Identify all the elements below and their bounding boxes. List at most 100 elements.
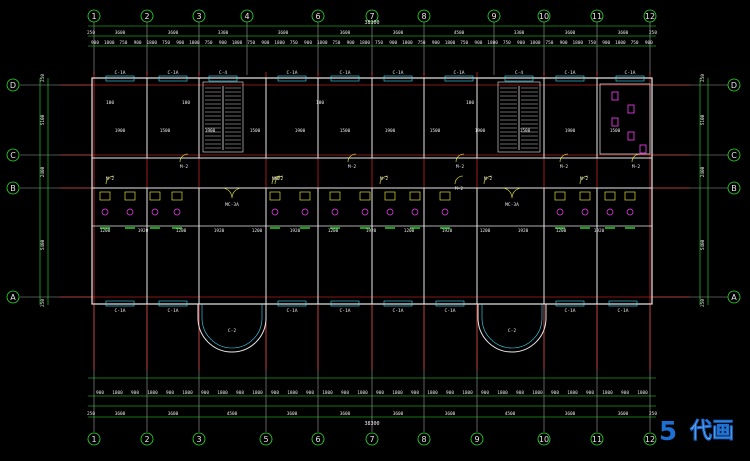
bay-window-glass: [481, 304, 543, 349]
grid-bubble-bottom-label: 11: [592, 435, 602, 444]
door-label: M-2: [275, 176, 284, 182]
grid-bubble-left-label: D: [10, 81, 16, 90]
room-dim: 1200: [556, 228, 567, 234]
grid-bubble-top: [240, 9, 254, 23]
grid-bubble-left: [6, 148, 20, 162]
top-subdim: 750: [545, 40, 553, 46]
window-top-label: C-1A: [167, 70, 178, 76]
room-dim: 1900: [295, 128, 306, 134]
window-top: [615, 75, 645, 82]
bottom-subdim: 1800: [497, 390, 508, 396]
grid-bubble-bottom: [643, 432, 657, 446]
door-swing: [379, 175, 389, 185]
bottom-subdim: 1800: [357, 390, 368, 396]
window-top-label: C-1A: [339, 70, 350, 76]
room-label: 180: [466, 100, 475, 106]
bottom-subdim: 900: [411, 390, 419, 396]
grid-bubble-top-label: 1: [91, 12, 96, 21]
bottom-subdim: 1800: [322, 390, 333, 396]
window-top: [383, 75, 413, 82]
grid-bubble-top: [311, 9, 325, 23]
washroom-fixture: [611, 117, 619, 127]
room-dim: 1500: [520, 128, 531, 134]
door-label: M-2: [272, 176, 281, 182]
bottom-subdim: 900: [446, 390, 454, 396]
top-subdim: 1800: [402, 40, 413, 46]
window-top: [158, 75, 188, 82]
grid-bubble-right: [727, 78, 741, 92]
top-subdim: 1800: [360, 40, 371, 46]
door-swing: [579, 175, 589, 185]
door-label: M-2: [632, 164, 641, 170]
door-swing: [274, 175, 284, 185]
fixture-basin: [171, 191, 183, 201]
window-bottom: [555, 300, 585, 307]
bay-window-glass: [201, 304, 263, 349]
fixture-basin: [124, 191, 136, 201]
window-bottom: [105, 300, 135, 307]
window-top-label: C-4: [515, 70, 524, 76]
fixture-basin: [299, 191, 311, 201]
room-dim: 1200: [404, 228, 415, 234]
window-top-label: C-1A: [114, 70, 125, 76]
window-bottom-label: C-1A: [444, 308, 455, 314]
grid-bubble-top-label: 7: [369, 12, 374, 21]
grid-bubble-bottom: [259, 432, 273, 446]
top-dim: 250: [87, 30, 95, 36]
grid-bubble-bottom: [192, 432, 206, 446]
door-label: M-2: [106, 176, 115, 182]
bottom-subdim: 900: [516, 390, 524, 396]
bottom-subdim: 900: [131, 390, 139, 396]
room-label: 180: [316, 100, 325, 106]
bottom-subdim: 1800: [427, 390, 438, 396]
top-dim: 4500: [454, 30, 465, 36]
washroom-block: [599, 83, 651, 155]
bay-window: [197, 304, 267, 353]
bottom-dim: 3600: [287, 411, 298, 417]
grid-bubble-bottom-label: 7: [369, 435, 374, 444]
room-dim: 1920: [594, 228, 605, 234]
door-swing: [483, 175, 493, 185]
grid-bubble-bottom: [470, 432, 484, 446]
bottom-subdim: 900: [306, 390, 314, 396]
room-dim: 1900: [205, 128, 216, 134]
grid-bubble-top-label: 4: [244, 12, 249, 21]
window-bottom-label: C-1A: [167, 308, 178, 314]
top-subdim: 750: [247, 40, 255, 46]
grid-bubble-top: [192, 9, 206, 23]
top-dim: 3600: [393, 30, 404, 36]
bottom-subdim: 900: [551, 390, 559, 396]
door-swing: [455, 153, 465, 163]
grid-bubble-top: [537, 9, 551, 23]
washroom-fixture: [611, 91, 619, 101]
bottom-subdim: 1800: [182, 390, 193, 396]
bottom-subdim: 1800: [252, 390, 263, 396]
washroom-fixture: [627, 131, 635, 141]
top-subdim: 1800: [573, 40, 584, 46]
room-dim: 1200: [100, 228, 111, 234]
bay-window: [477, 304, 547, 353]
fixture-basin: [409, 191, 421, 201]
fixture-toilet: [386, 208, 394, 216]
left-dim: 250: [40, 74, 46, 82]
corridor-door-label: MC-3A: [225, 202, 239, 208]
door-swing: [179, 153, 189, 163]
grid-bubble-top: [487, 9, 501, 23]
top-subdim: 750: [162, 40, 170, 46]
grid-bubble-top-label: 6: [315, 12, 320, 21]
window-bottom: [158, 300, 188, 307]
bottom-subdim: 1800: [567, 390, 578, 396]
top-dim: 3300: [514, 30, 525, 36]
top-subdim: 750: [460, 40, 468, 46]
window-top-label: C-1A: [624, 70, 635, 76]
grid-bubble-bottom: [311, 432, 325, 446]
left-dim: 2400: [40, 166, 46, 177]
bottom-subdim: 900: [586, 390, 594, 396]
left-dim: 5400: [40, 239, 46, 250]
fixture-basin: [329, 191, 341, 201]
top-dim: 3600: [618, 30, 629, 36]
fixture-basin: [269, 191, 281, 201]
top-subdim: 1800: [530, 40, 541, 46]
bottom-subdim: 1800: [217, 390, 228, 396]
